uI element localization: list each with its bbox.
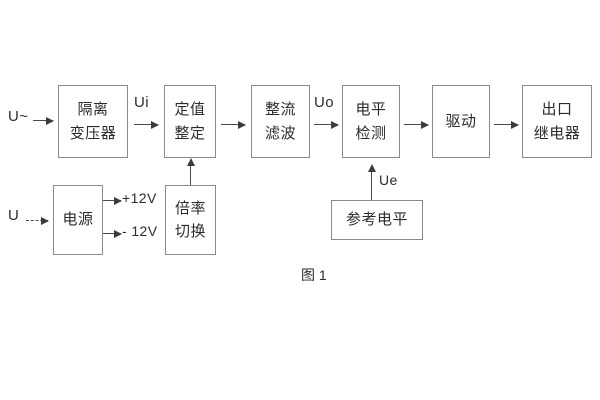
block-power-supply-line-1: 电源 xyxy=(62,211,94,229)
arrow-level-detect-to-drive xyxy=(404,120,429,129)
block-output-relay-line-1: 出口 xyxy=(541,101,573,119)
ui-signal-label: Ui xyxy=(134,94,149,111)
dc-input-label: U xyxy=(8,207,20,224)
arrow-multiplier-switch-to-setting-value xyxy=(186,158,195,185)
arrow-drive-to-output-relay xyxy=(494,120,519,129)
arrow-positive-rail xyxy=(103,196,122,205)
arrow-reference-level-to-level-detect xyxy=(367,164,376,200)
arrow-negative-rail xyxy=(103,229,122,238)
block-power-supply: 电源 xyxy=(53,185,103,255)
block-output-relay-line-2: 继电器 xyxy=(533,124,581,142)
block-setting-value: 定值 整定 xyxy=(164,85,216,158)
negative-rail-label: - 12V xyxy=(122,223,158,239)
positive-rail-label: +12V xyxy=(122,190,157,206)
block-rectify-filter-line-1: 整流 xyxy=(264,101,296,119)
ue-signal-label: Ue xyxy=(379,172,398,188)
block-setting-value-line-2: 整定 xyxy=(174,124,206,142)
block-rectify-filter-line-2: 滤波 xyxy=(264,124,296,142)
block-isolation-transformer: 隔离 变压器 xyxy=(58,85,128,158)
block-level-detect-line-2: 检测 xyxy=(355,124,387,142)
arrow-rectify-filter-to-level-detect xyxy=(314,120,339,129)
block-multiplier-switch-line-1: 倍率 xyxy=(174,199,206,217)
block-level-detect-line-1: 电平 xyxy=(355,101,387,119)
block-reference-level-line-1: 参考电平 xyxy=(345,211,408,229)
arrow-setting-value-to-rectify-filter xyxy=(221,120,246,129)
block-level-detect: 电平 检测 xyxy=(342,85,400,158)
block-isolation-transformer-line-1: 隔离 xyxy=(77,101,109,119)
ac-input-label: U~ xyxy=(8,108,29,125)
arrow-ac-input-to-isolation-transformer xyxy=(33,116,54,125)
block-setting-value-line-1: 定值 xyxy=(174,101,206,119)
block-drive: 驱动 xyxy=(432,85,490,158)
block-output-relay: 出口 继电器 xyxy=(522,85,592,158)
uo-signal-label: Uo xyxy=(314,94,334,111)
block-drive-line-1: 驱动 xyxy=(445,112,477,130)
block-rectify-filter: 整流 滤波 xyxy=(251,85,310,158)
arrow-isolation-transformer-to-setting-value xyxy=(134,120,159,129)
block-multiplier-switch-line-2: 切换 xyxy=(174,223,206,240)
block-isolation-transformer-line-2: 变压器 xyxy=(69,124,117,142)
figure-caption: 图 1 xyxy=(301,267,327,283)
block-multiplier-switch: 倍率 切换 xyxy=(165,185,216,255)
arrow-dc-input-to-power-supply xyxy=(26,217,49,225)
block-reference-level: 参考电平 xyxy=(331,200,423,240)
